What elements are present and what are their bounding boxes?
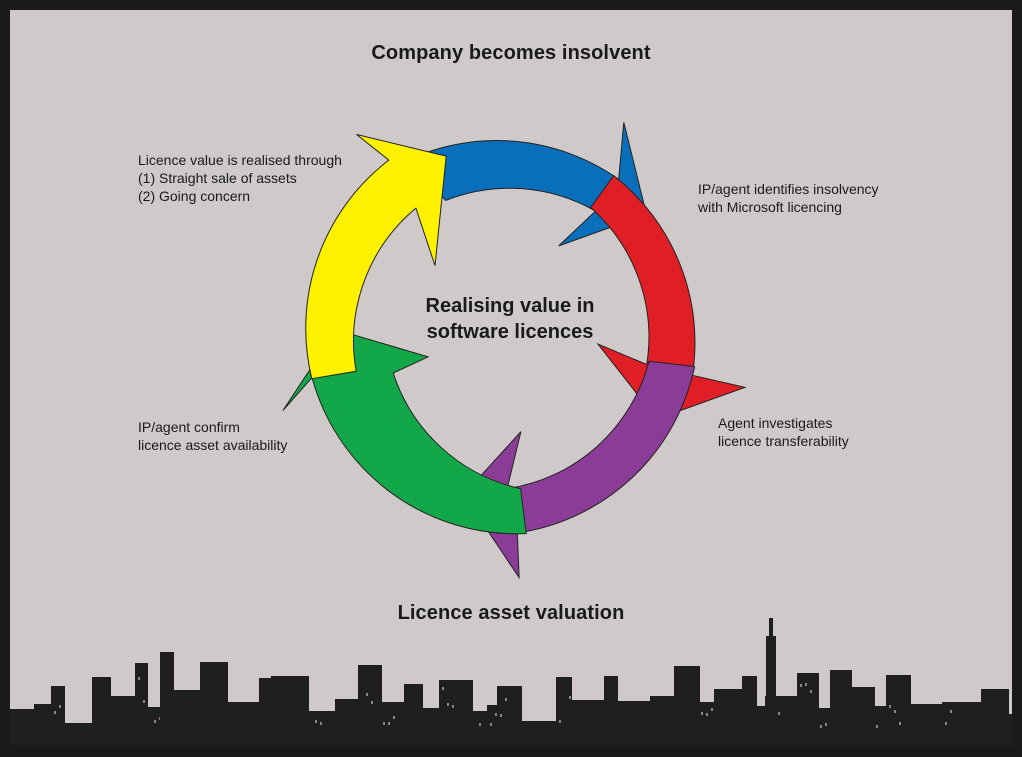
- skyline-window: [889, 705, 891, 708]
- center-label-line-1: Realising value in: [425, 295, 595, 317]
- skyline-building: [135, 663, 148, 746]
- skyline-window: [138, 677, 140, 680]
- skyline-window: [706, 713, 708, 716]
- step-label-licence-realised: Licence value is realised through (1) St…: [138, 151, 418, 205]
- skyline-window: [950, 710, 952, 713]
- top-heading: Company becomes insolvent: [371, 42, 651, 64]
- skyline-window: [778, 712, 780, 715]
- skyline-window: [388, 722, 390, 725]
- skyline-window: [894, 710, 896, 713]
- skyline-window: [701, 712, 703, 715]
- step-label-agent-investigates: Agent investigates licence transferabili…: [718, 414, 998, 450]
- skyline-window: [442, 687, 444, 690]
- skyline-window: [393, 716, 395, 719]
- skyline-window: [899, 722, 901, 725]
- skyline-window: [559, 720, 561, 723]
- skyline-window: [810, 690, 812, 693]
- skyline-window: [800, 684, 802, 687]
- skyline-window: [59, 705, 61, 708]
- skyline-ground: [10, 728, 1012, 746]
- skyline-window: [820, 725, 822, 728]
- skyline-building: [797, 673, 819, 746]
- center-label-line-2: software licences: [426, 321, 594, 343]
- step-label-line: IP/agent confirm: [138, 419, 240, 435]
- step-label-ip-identifies: IP/agent identifies insolvency with Micr…: [698, 180, 998, 216]
- skyline-window: [711, 708, 713, 711]
- skyline-window: [505, 698, 507, 701]
- step-label-line: (2) Going concern: [138, 188, 251, 204]
- skyline-window: [876, 725, 878, 728]
- step-label-line: (1) Straight sale of assets: [138, 170, 297, 186]
- bottom-heading: Licence asset valuation: [397, 602, 625, 624]
- skyline-window: [315, 720, 317, 723]
- step-label-line: licence asset availability: [138, 437, 288, 453]
- skyline-window: [500, 714, 502, 717]
- cycle-arrow-licence-realised: [305, 134, 447, 380]
- skyline-window: [569, 696, 571, 699]
- cycle-arrow-ip-identifies: [590, 174, 747, 420]
- step-label-ip-confirm: IP/agent confirm licence asset availabil…: [138, 418, 378, 454]
- skyline-window: [320, 722, 322, 725]
- skyline-window: [805, 683, 807, 686]
- skyline-window: [495, 713, 497, 716]
- skyline-spire-tip: [769, 618, 773, 638]
- skyline-window: [383, 722, 385, 725]
- skyline-window: [143, 700, 145, 703]
- skyline-window: [154, 720, 156, 723]
- skyline-window: [371, 701, 373, 704]
- skyline-tower: [160, 652, 174, 746]
- step-label-line: Licence value is realised through: [138, 152, 342, 168]
- skyline-spire: [766, 636, 776, 746]
- skyline-window: [490, 723, 492, 726]
- skyline-window: [366, 693, 368, 696]
- skyline-window: [54, 711, 56, 714]
- skyline-window: [452, 705, 454, 708]
- step-label-line: with Microsoft licencing: [698, 199, 842, 215]
- step-label-line: Agent investigates: [718, 415, 833, 431]
- skyline-window: [479, 723, 481, 726]
- step-label-line: IP/agent identifies insolvency: [698, 181, 879, 197]
- skyline-window: [945, 722, 947, 725]
- step-label-line: licence transferability: [718, 433, 849, 449]
- skyline-window: [447, 703, 449, 706]
- city-skyline-image: [10, 618, 1012, 746]
- cycle-arrow-company-insolvent: [404, 122, 648, 247]
- center-label: Realising value in software licences: [390, 293, 630, 345]
- skyline-tower: [830, 670, 852, 746]
- cycle-diagram: [282, 122, 747, 580]
- cycle-arrow-agent-investigates: [463, 360, 696, 580]
- skyline-window: [825, 723, 827, 726]
